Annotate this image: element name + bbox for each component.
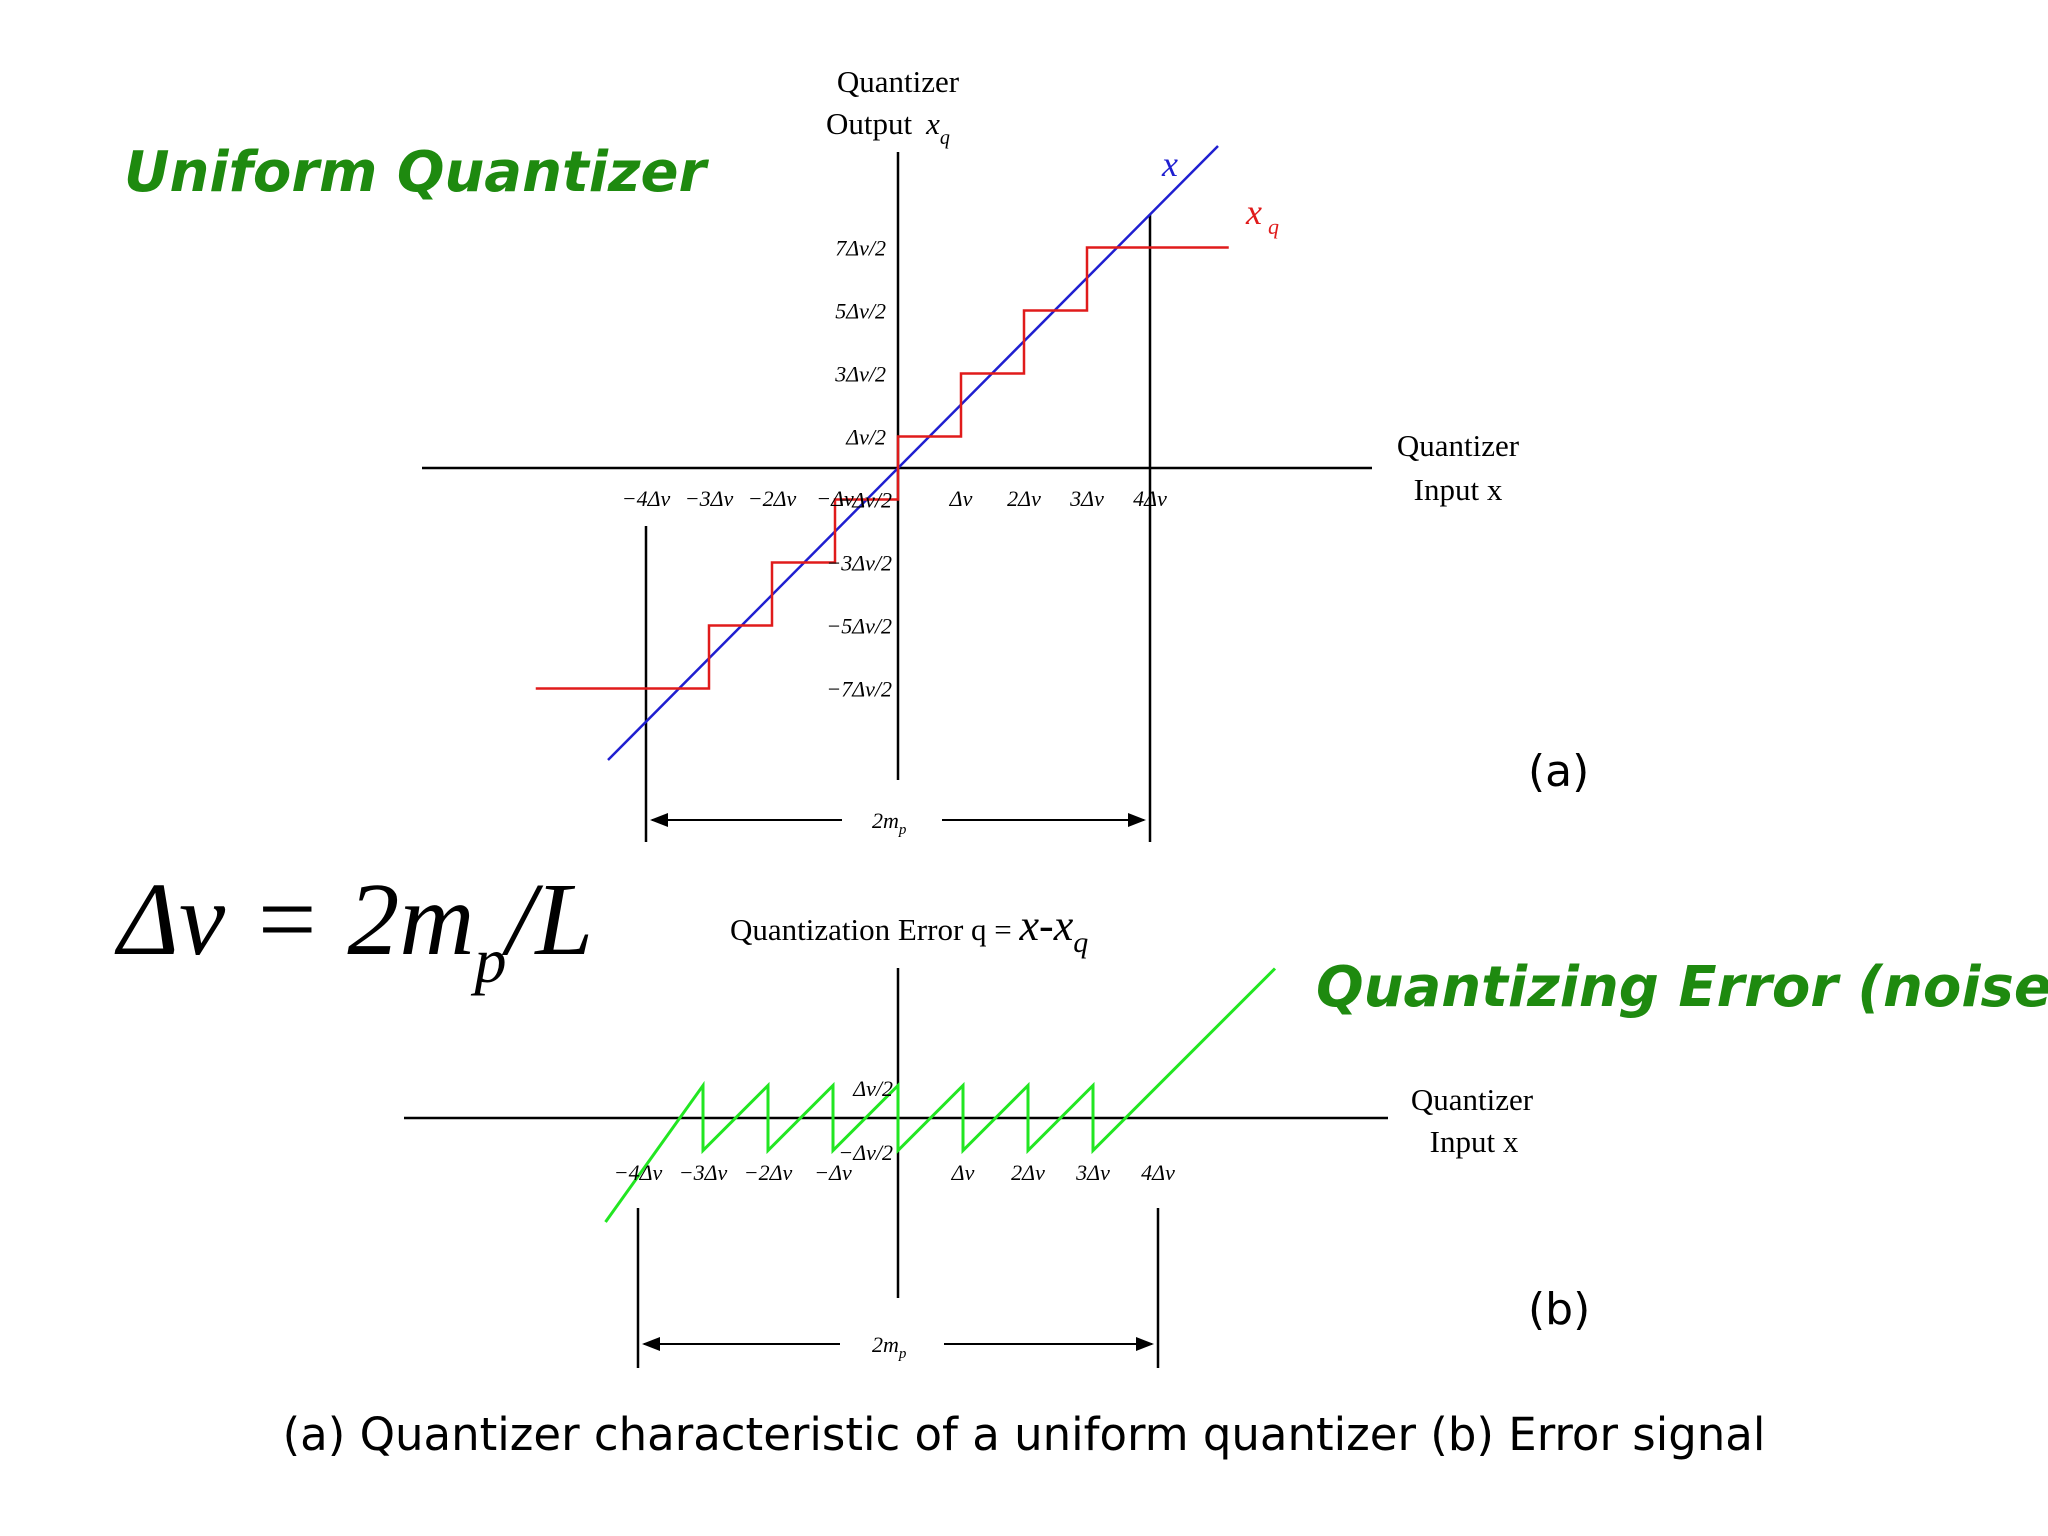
panel-b-y-tick-neg: −Δv/2 bbox=[838, 1140, 893, 1165]
panel-b-span-label: 2mp bbox=[872, 1332, 907, 1362]
panel-b-x-tick: 3Δv bbox=[1075, 1160, 1110, 1185]
panel-a-y-tick: 3Δv/2 bbox=[834, 362, 886, 387]
formula-lhs: Δv = 2m bbox=[118, 862, 475, 977]
formula-subscript: p bbox=[474, 925, 507, 996]
panel-a-x-tick: −4Δv bbox=[622, 486, 671, 511]
panel-b-x-tick: −2Δv bbox=[744, 1160, 793, 1185]
panel-a-x-tick: Δv bbox=[949, 486, 973, 511]
panel-a-span-arrow-right bbox=[1128, 813, 1146, 827]
panel-a-y-label-line1: Quantizer bbox=[837, 64, 960, 99]
title-quantizing-error: Quantizing Error (noise) bbox=[1316, 955, 2048, 1020]
series-x-line bbox=[607, 145, 1219, 761]
panel-b-x-tick: −3Δv bbox=[679, 1160, 728, 1185]
panel-b-x-tick: 4Δv bbox=[1141, 1160, 1175, 1185]
panel-a-span-arrow-left bbox=[650, 813, 668, 827]
panel-b-span-arrow-left bbox=[642, 1337, 660, 1351]
step-size-formula: Δv = 2mp/L bbox=[118, 868, 593, 993]
panel-b-x-label-line2: Input x bbox=[1430, 1124, 1519, 1159]
panel-b-y-label: Quantization Error q = x-xq bbox=[730, 901, 1088, 959]
panel-a-x-tick-labels: −4Δv −3Δv −2Δv −Δv Δv 2Δv 3Δv 4Δv bbox=[622, 486, 1167, 511]
panel-a-y-tick: −5Δv/2 bbox=[826, 614, 892, 639]
panel-b-span-arrow-right bbox=[1136, 1337, 1154, 1351]
panel-a-y-tick: −7Δv/2 bbox=[826, 677, 892, 702]
panel-b-x-tick: 2Δv bbox=[1011, 1160, 1045, 1185]
panel-b-error: 2mp Quantization Error q = x-xq Quantize… bbox=[404, 901, 1534, 1368]
panel-b-x-tick: −4Δv bbox=[614, 1160, 663, 1185]
panel-a-x-label-line2: Input x bbox=[1414, 472, 1503, 507]
panel-a-x-label-line1: Quantizer bbox=[1397, 428, 1520, 463]
panel-a-y-tick: 7Δv/2 bbox=[835, 236, 886, 261]
panel-a-span-label: 2mp bbox=[872, 808, 907, 838]
title-uniform-quantizer: Uniform Quantizer bbox=[124, 140, 707, 205]
panel-a-x-tick: −Δv bbox=[816, 486, 854, 511]
panel-a-x-tick: 2Δv bbox=[1007, 486, 1041, 511]
panel-a-x-tick: 4Δv bbox=[1133, 486, 1167, 511]
panel-a-label: (a) bbox=[1528, 746, 1590, 797]
error-sawtooth bbox=[604, 967, 1277, 1223]
panel-b-x-tick: −Δv bbox=[814, 1160, 852, 1185]
panel-a-y-tick-labels: 7Δv/2 5Δv/2 3Δv/2Δv/2 −Δv/2 −3Δv/2 −5Δv/2 −7Δv… bbox=[826, 236, 892, 702]
series-xq-staircase bbox=[535, 246, 1229, 690]
panel-b-y-tick-pos: Δv/2 bbox=[852, 1076, 893, 1101]
panel-a-x-tick: −3Δv bbox=[685, 486, 734, 511]
formula-rhs: /L bbox=[506, 862, 594, 977]
panel-a-y-tick: −Δv/2 bbox=[837, 488, 892, 513]
panel-a-y-tick: Δv/2 bbox=[845, 425, 886, 450]
series-x-label: x bbox=[1161, 144, 1178, 184]
panel-a-x-tick: −2Δv bbox=[748, 486, 797, 511]
panel-b-label: (b) bbox=[1528, 1284, 1591, 1335]
panel-a-y-tick: 5Δv/2 bbox=[835, 299, 886, 324]
panel-a-x-tick: 3Δv bbox=[1069, 486, 1104, 511]
panel-a-y-tick: −3Δv/2 bbox=[826, 551, 892, 576]
figure-caption: (a) Quantizer characteristic of a unifor… bbox=[282, 1408, 1766, 1461]
panel-b-x-label-line1: Quantizer bbox=[1411, 1082, 1534, 1117]
panel-b-x-tick-labels: −4Δv −3Δv −2Δv −Δv Δv 2Δv 3Δv 4Δv bbox=[614, 1160, 1175, 1185]
panel-b-x-tick: Δv bbox=[951, 1160, 975, 1185]
